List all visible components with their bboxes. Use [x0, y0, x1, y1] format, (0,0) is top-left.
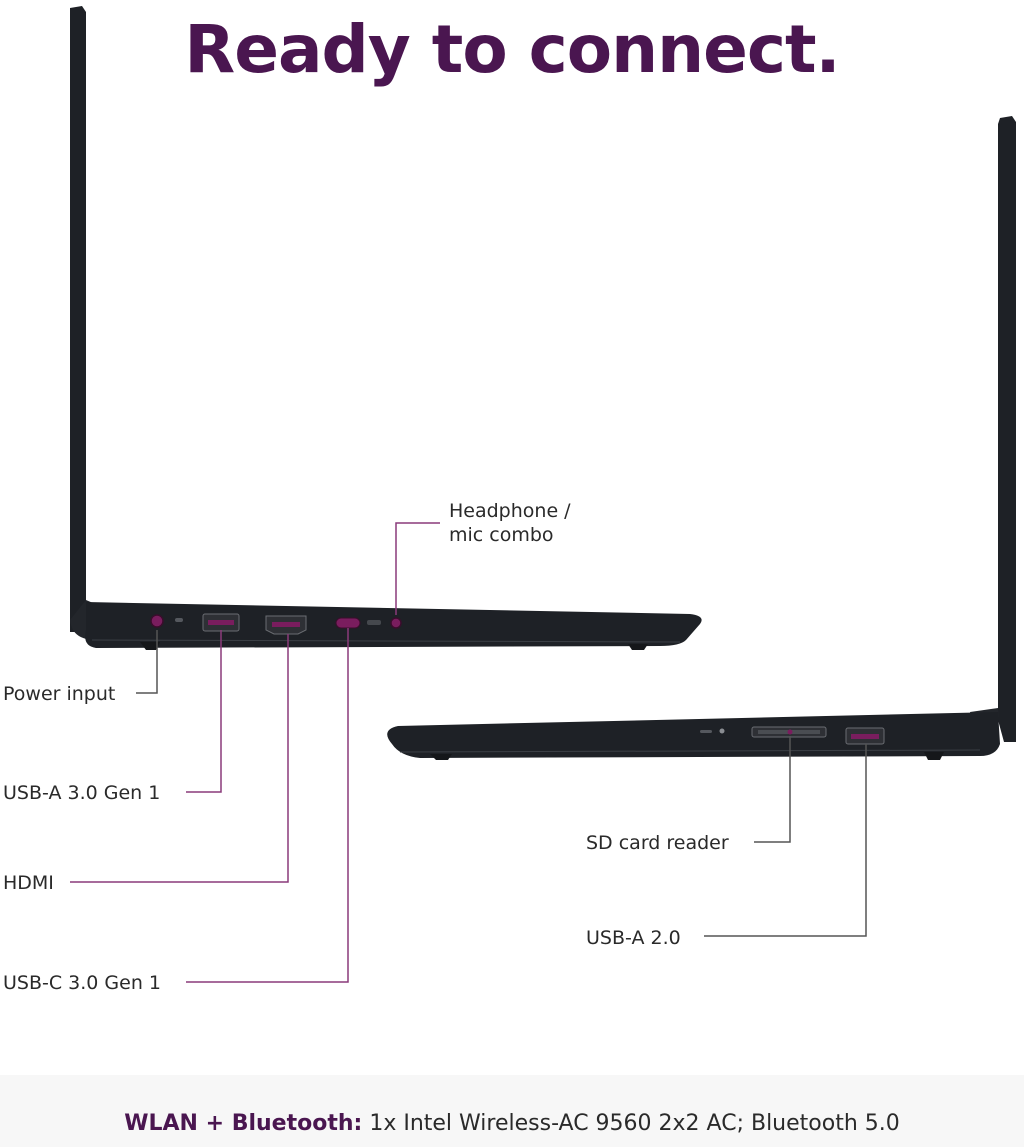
spec-value: 1x Intel Wireless-AC 9560 2x2 AC; Blueto… [362, 1111, 900, 1136]
usb-c-label: USB-C 3.0 Gen 1 [3, 972, 162, 994]
right-laptop [387, 116, 1016, 760]
headphone-label-line2: mic combo [449, 524, 554, 546]
laptop-ports-illustration [70, 6, 1016, 983]
leader-lines [70, 522, 867, 983]
leader-usb-c [186, 628, 349, 983]
left-laptop-lid [70, 6, 86, 632]
power-input-label: Power input [3, 683, 116, 705]
leader-sd [754, 736, 791, 843]
leader-usb-a-30 [186, 630, 222, 793]
usb-a-20-label: USB-A 2.0 [586, 927, 681, 949]
headphone-port [390, 617, 402, 629]
leader-power [136, 630, 158, 694]
leader-usb-a-20 [704, 744, 867, 937]
spec-key: WLAN + Bluetooth: [124, 1111, 363, 1136]
leader-headphone [395, 522, 440, 615]
right-laptop-base [387, 712, 1000, 758]
sd-card-reader-label: SD card reader [586, 832, 729, 854]
headline: Ready to connect. [184, 11, 840, 88]
power-port [150, 614, 164, 628]
spec-footer [0, 1075, 1024, 1147]
left-laptop [70, 6, 702, 650]
right-laptop-lid [998, 116, 1016, 742]
spec-footer-text: WLAN + Bluetooth: 1x Intel Wireless-AC 9… [0, 1111, 1024, 1136]
leader-hdmi [70, 634, 289, 883]
usb-c-port [335, 617, 361, 629]
hdmi-label: HDMI [3, 872, 54, 894]
usb-a-30-label: USB-A 3.0 Gen 1 [3, 782, 161, 804]
headphone-label-line1: Headphone / [449, 500, 571, 522]
